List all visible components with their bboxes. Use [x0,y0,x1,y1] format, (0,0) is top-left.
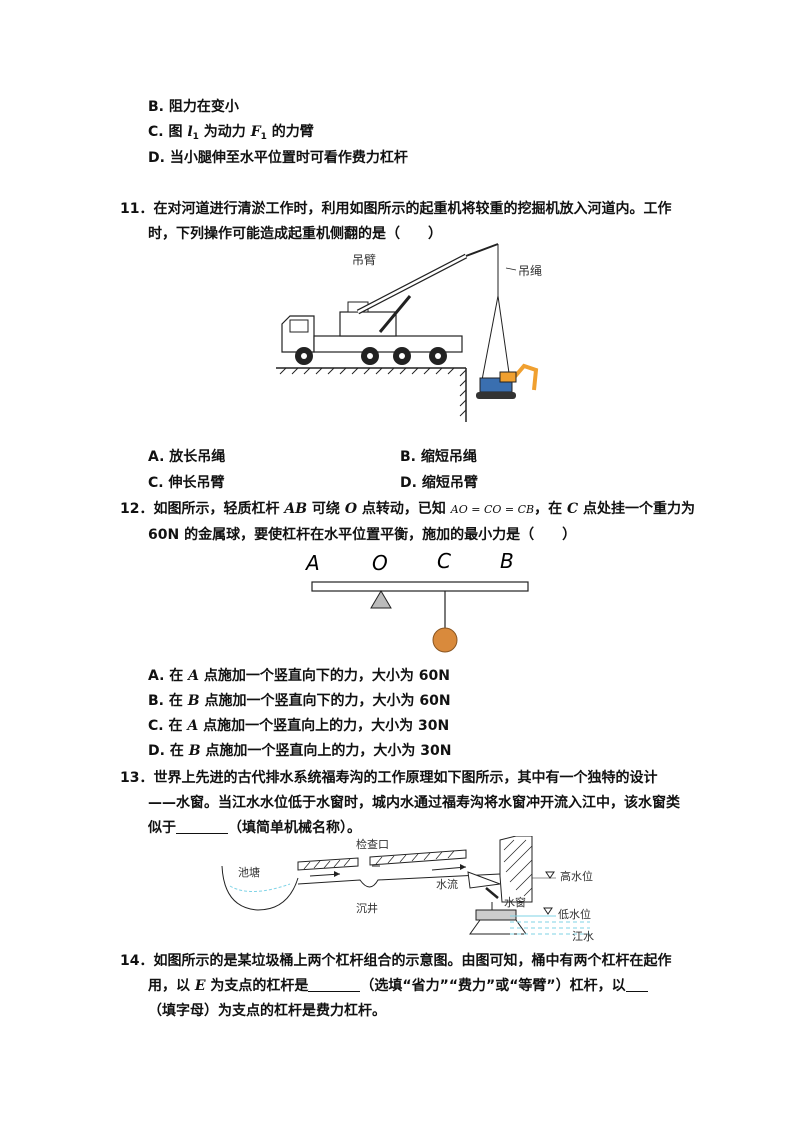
answer-blank [176,819,228,834]
q13-stem-line3: 似于（填简单机械名称）。 [148,819,361,836]
label-low-water: 低水位 [558,907,591,921]
q10-option-c: C. 图 l1 为动力 F1 的力臂 [148,124,314,142]
q11-stem-line2: 时，下列操作可能造成起重机侧翻的是（ ） [148,226,442,242]
q11-option-c: C. 伸长吊臂 [148,475,225,491]
q14-stem-line2: 用，以 E 为支点的杠杆是（选填“省力”“费力”或“等臂”）杠杆，以 [148,976,648,996]
answer-blank-2 [625,977,648,992]
metal-ball [432,627,458,653]
q12-option-a: A. 在 A 点施加一个竖直向下的力，大小为 60N [148,668,450,684]
label-boom: 吊臂 [352,253,376,267]
q14-stem-line1: 14．如图所示的是某垃圾桶上两个杠杆组合的示意图。由图可知，桶中有两个杠杆在起作 [120,953,672,969]
label-a: A [304,551,320,575]
q12-option-b: B. 在 B 点施加一个竖直向下的力，大小为 60N [148,693,451,709]
q11-option-a: A. 放长吊绳 [148,449,226,465]
q11-option-d: D. 缩短吊臂 [400,475,478,491]
fulcrum [370,590,392,609]
q11-stem-line1: 11．在对河道进行清淤工作时，利用如图所示的起重机将较重的挖掘机放入河道内。工作 [120,201,672,217]
label-rope: 吊绳 [518,264,542,278]
crane-figure: 吊臂 吊绳 [276,243,542,422]
label-inspection-port: 检查口 [356,837,389,851]
q10-option-d: D. 当小腿伸至水平位置时可看作费力杠杆 [148,150,408,166]
label-high-water: 高水位 [560,869,593,883]
label-sinking-well: 沉井 [356,901,378,915]
label-c: C [437,549,451,573]
q12-option-d: D. 在 B 点施加一个竖直向上的力，大小为 30N [148,743,452,759]
label-water-flow: 水流 [436,877,458,891]
q12-stem-line1: 12．如图所示，轻质杠杆 AB 可绕 O 点转动，已知 AO = CO = CB… [120,501,695,517]
q13-stem-line1: 13．世界上先进的古代排水系统福寿沟的工作原理如下图所示，其中有一个独特的设计 [120,770,658,786]
label-river-water: 江水 [572,930,594,943]
label-pond: 池塘 [238,865,260,879]
lever-figure: A O C B [304,549,529,653]
q10-option-b: B. 阻力在变小 [148,99,239,115]
q13-stem-line2: ——水窗。当江水水位低于水窗时，城内水通过福寿沟将水窗冲开流入江中，该水窗类 [148,795,680,811]
q11-option-b: B. 缩短吊绳 [400,449,477,465]
label-b: B [500,549,514,573]
label-o: O [372,551,388,575]
q12-option-c: C. 在 A 点施加一个竖直向上的力，大小为 30N [148,718,450,734]
label-water-window: 水窗 [504,895,526,909]
lever-bar [311,581,529,592]
answer-blank-1 [308,977,361,992]
drainage-figure: 池塘 检查口 沉井 水流 水窗 高水位 低水位 江水 [221,836,594,943]
q12-stem-line2: 60N 的金属球，要使杠杆在水平位置平衡，施加的最小力是（ ） [148,527,577,543]
q14-stem-line3: （填字母）为支点的杠杆是费力杠杆。 [148,1003,386,1019]
